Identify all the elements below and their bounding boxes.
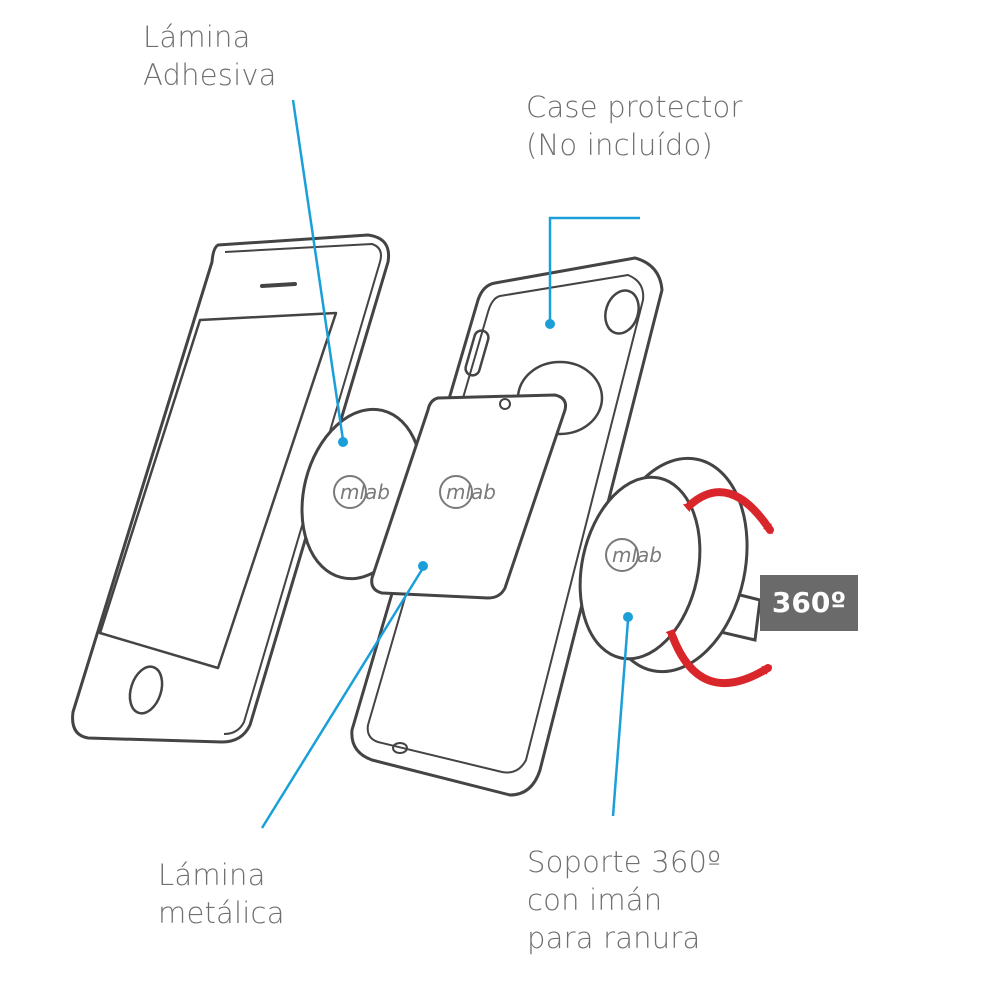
label-case-protector-line1: Case protector — [526, 90, 743, 124]
callout-line-metalica — [260, 567, 425, 829]
label-case-protector-line2: (No incluído) — [526, 128, 713, 162]
callout-line-case — [548, 216, 640, 322]
magnetic-mount-illustration: mlab — [578, 456, 762, 674]
label-lamina-adhesiva: Lámina Adhesiva — [143, 18, 277, 94]
label-lamina-metalica: Lámina metálica — [158, 856, 285, 932]
label-soporte-line3: para ranura — [527, 921, 701, 955]
label-lamina-adhesiva-line1: Lámina — [143, 20, 251, 54]
mount-logo: mlab — [612, 543, 662, 567]
adhesive-disc-logo: mlab — [340, 480, 390, 504]
callout-lines — [260, 99, 640, 829]
callout-line-adhesiva — [291, 99, 345, 441]
label-soporte: Soporte 360º con imán para ranura — [527, 843, 721, 957]
metal-plate-illustration: mlab — [370, 393, 567, 600]
label-soporte-line2: con imán — [527, 883, 663, 917]
label-lamina-metalica-line1: Lámina — [158, 858, 266, 892]
label-lamina-adhesiva-line2: Adhesiva — [143, 58, 277, 92]
callout-line-soporte — [611, 619, 630, 817]
label-soporte-line1: Soporte 360º — [527, 845, 722, 879]
label-lamina-metalica-line2: metálica — [158, 896, 285, 930]
metal-plate-logo: mlab — [446, 480, 496, 504]
rotation-arrows — [665, 488, 774, 687]
label-case-protector: Case protector (No incluído) — [526, 88, 743, 164]
rotation-arrow-bottom — [665, 628, 773, 687]
rotation-arrow-top — [682, 488, 774, 535]
rotation-360-badge: 360º — [760, 575, 858, 631]
phone-illustration — [71, 233, 391, 744]
